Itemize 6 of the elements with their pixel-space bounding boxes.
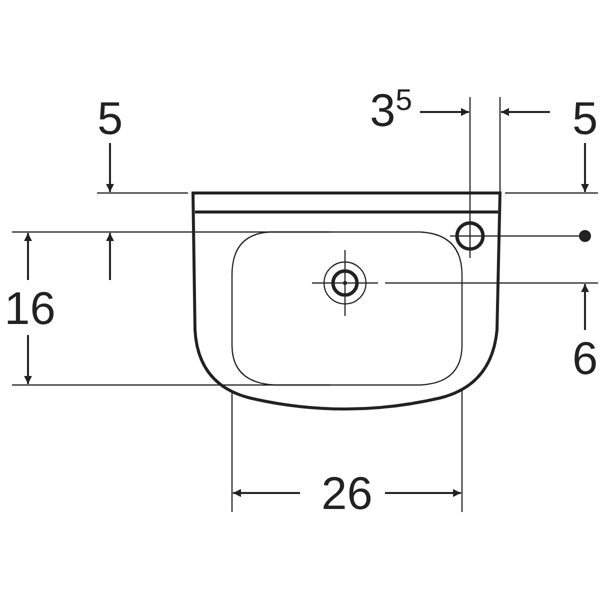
dimension-value: 5	[97, 95, 123, 141]
dimension-value: 6	[572, 335, 598, 381]
dimension-value: 16	[4, 285, 56, 331]
dimension-value: 26	[321, 470, 373, 516]
dimension-value: 5	[572, 95, 598, 141]
dimension-value: 3$^{5}$	[370, 87, 412, 133]
